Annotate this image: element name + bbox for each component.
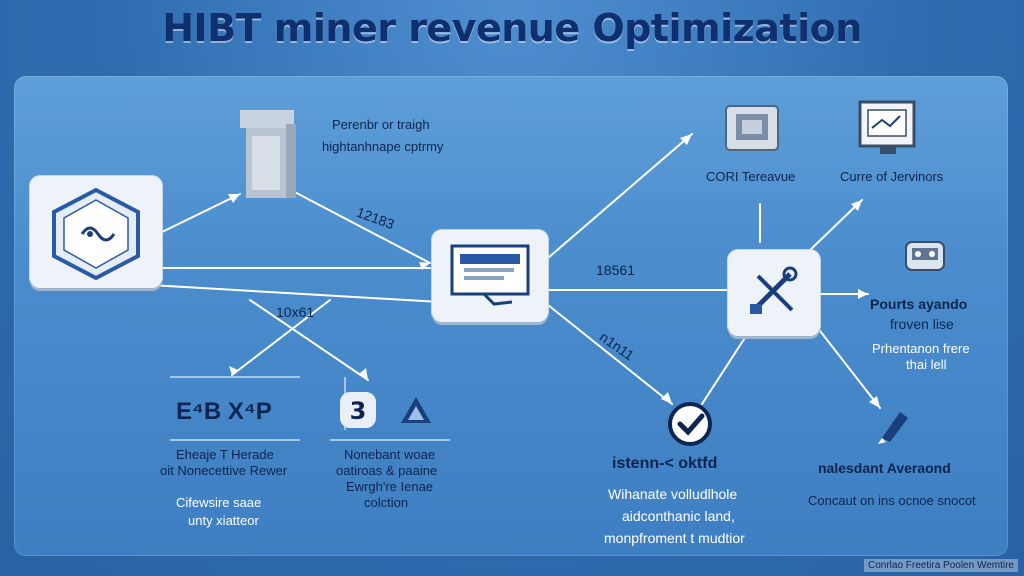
bottom-left-line-2: oit Nonecettive Rewer [160,463,288,478]
right-caption-3: Prhentanon frere [872,341,970,356]
right-caption-1: Pourts ayando [870,296,968,312]
source-node[interactable] [30,176,162,288]
robot-icon [905,241,945,271]
bottom-right-heading: nalesdant Averaond [818,460,951,476]
bottom-left-heading: E⁴B X⁴P [176,398,272,425]
server-caption-1: Perenbr or traigh [332,117,430,132]
bottom-center-line-3: monpfroment t mudtior [604,530,745,546]
right-caption-4: thai lell [906,357,947,372]
bottom-center-line-1: Wihanate volludlhole [608,486,738,502]
hexagon-icon [52,187,140,281]
bottom-center-heading: istenn-< oktfd [612,455,718,472]
bottom-left-line-4: unty xiatteor [188,513,259,528]
server-icon [240,110,296,198]
cpu-caption: CORI Tereavue [706,169,796,184]
bottom-mid-line-4: colction [364,495,409,510]
bottom-mid-line-1: Nonebant woae [344,447,436,462]
footer-credit: Conrlao Freetira Poolen Wemtire [864,559,1018,572]
right-caption-2: froven lise [890,316,954,332]
bottom-mid-line-2: oatiroas & paaine [336,463,438,478]
svg-text:3: 3 [350,397,367,425]
display-icon [858,100,916,154]
b-logo-icon: 3 [340,392,376,428]
check-circle-icon [668,402,712,446]
server-caption-2: hightanhnape cptrmy [322,139,444,154]
cpu-icon [725,105,779,151]
warning-triangle-icon [401,397,431,423]
bottom-right-line-1: Concaut on ins ocnoe snocot [808,493,976,508]
hub-node[interactable] [432,230,548,322]
bottom-center-line-2: aidconthanic land, [622,508,735,524]
optimizer-node[interactable] [728,250,820,336]
pen-icon [878,412,908,444]
edge-label-3: 18561 [596,262,635,278]
bottom-left-line-3: Cifewsire saae [176,495,262,510]
monitor-icon [450,244,530,306]
page-title: HIBT miner revenue Optimization [162,6,862,50]
edge-label-2: 10x61 [276,304,315,320]
tools-icon [750,266,798,314]
bottom-mid-line-3: Ewrgh're Ienae [346,479,434,494]
display-caption: Curre of Jervinors [840,169,944,184]
bottom-left-line-1: Eheaje T Herade [176,447,274,462]
